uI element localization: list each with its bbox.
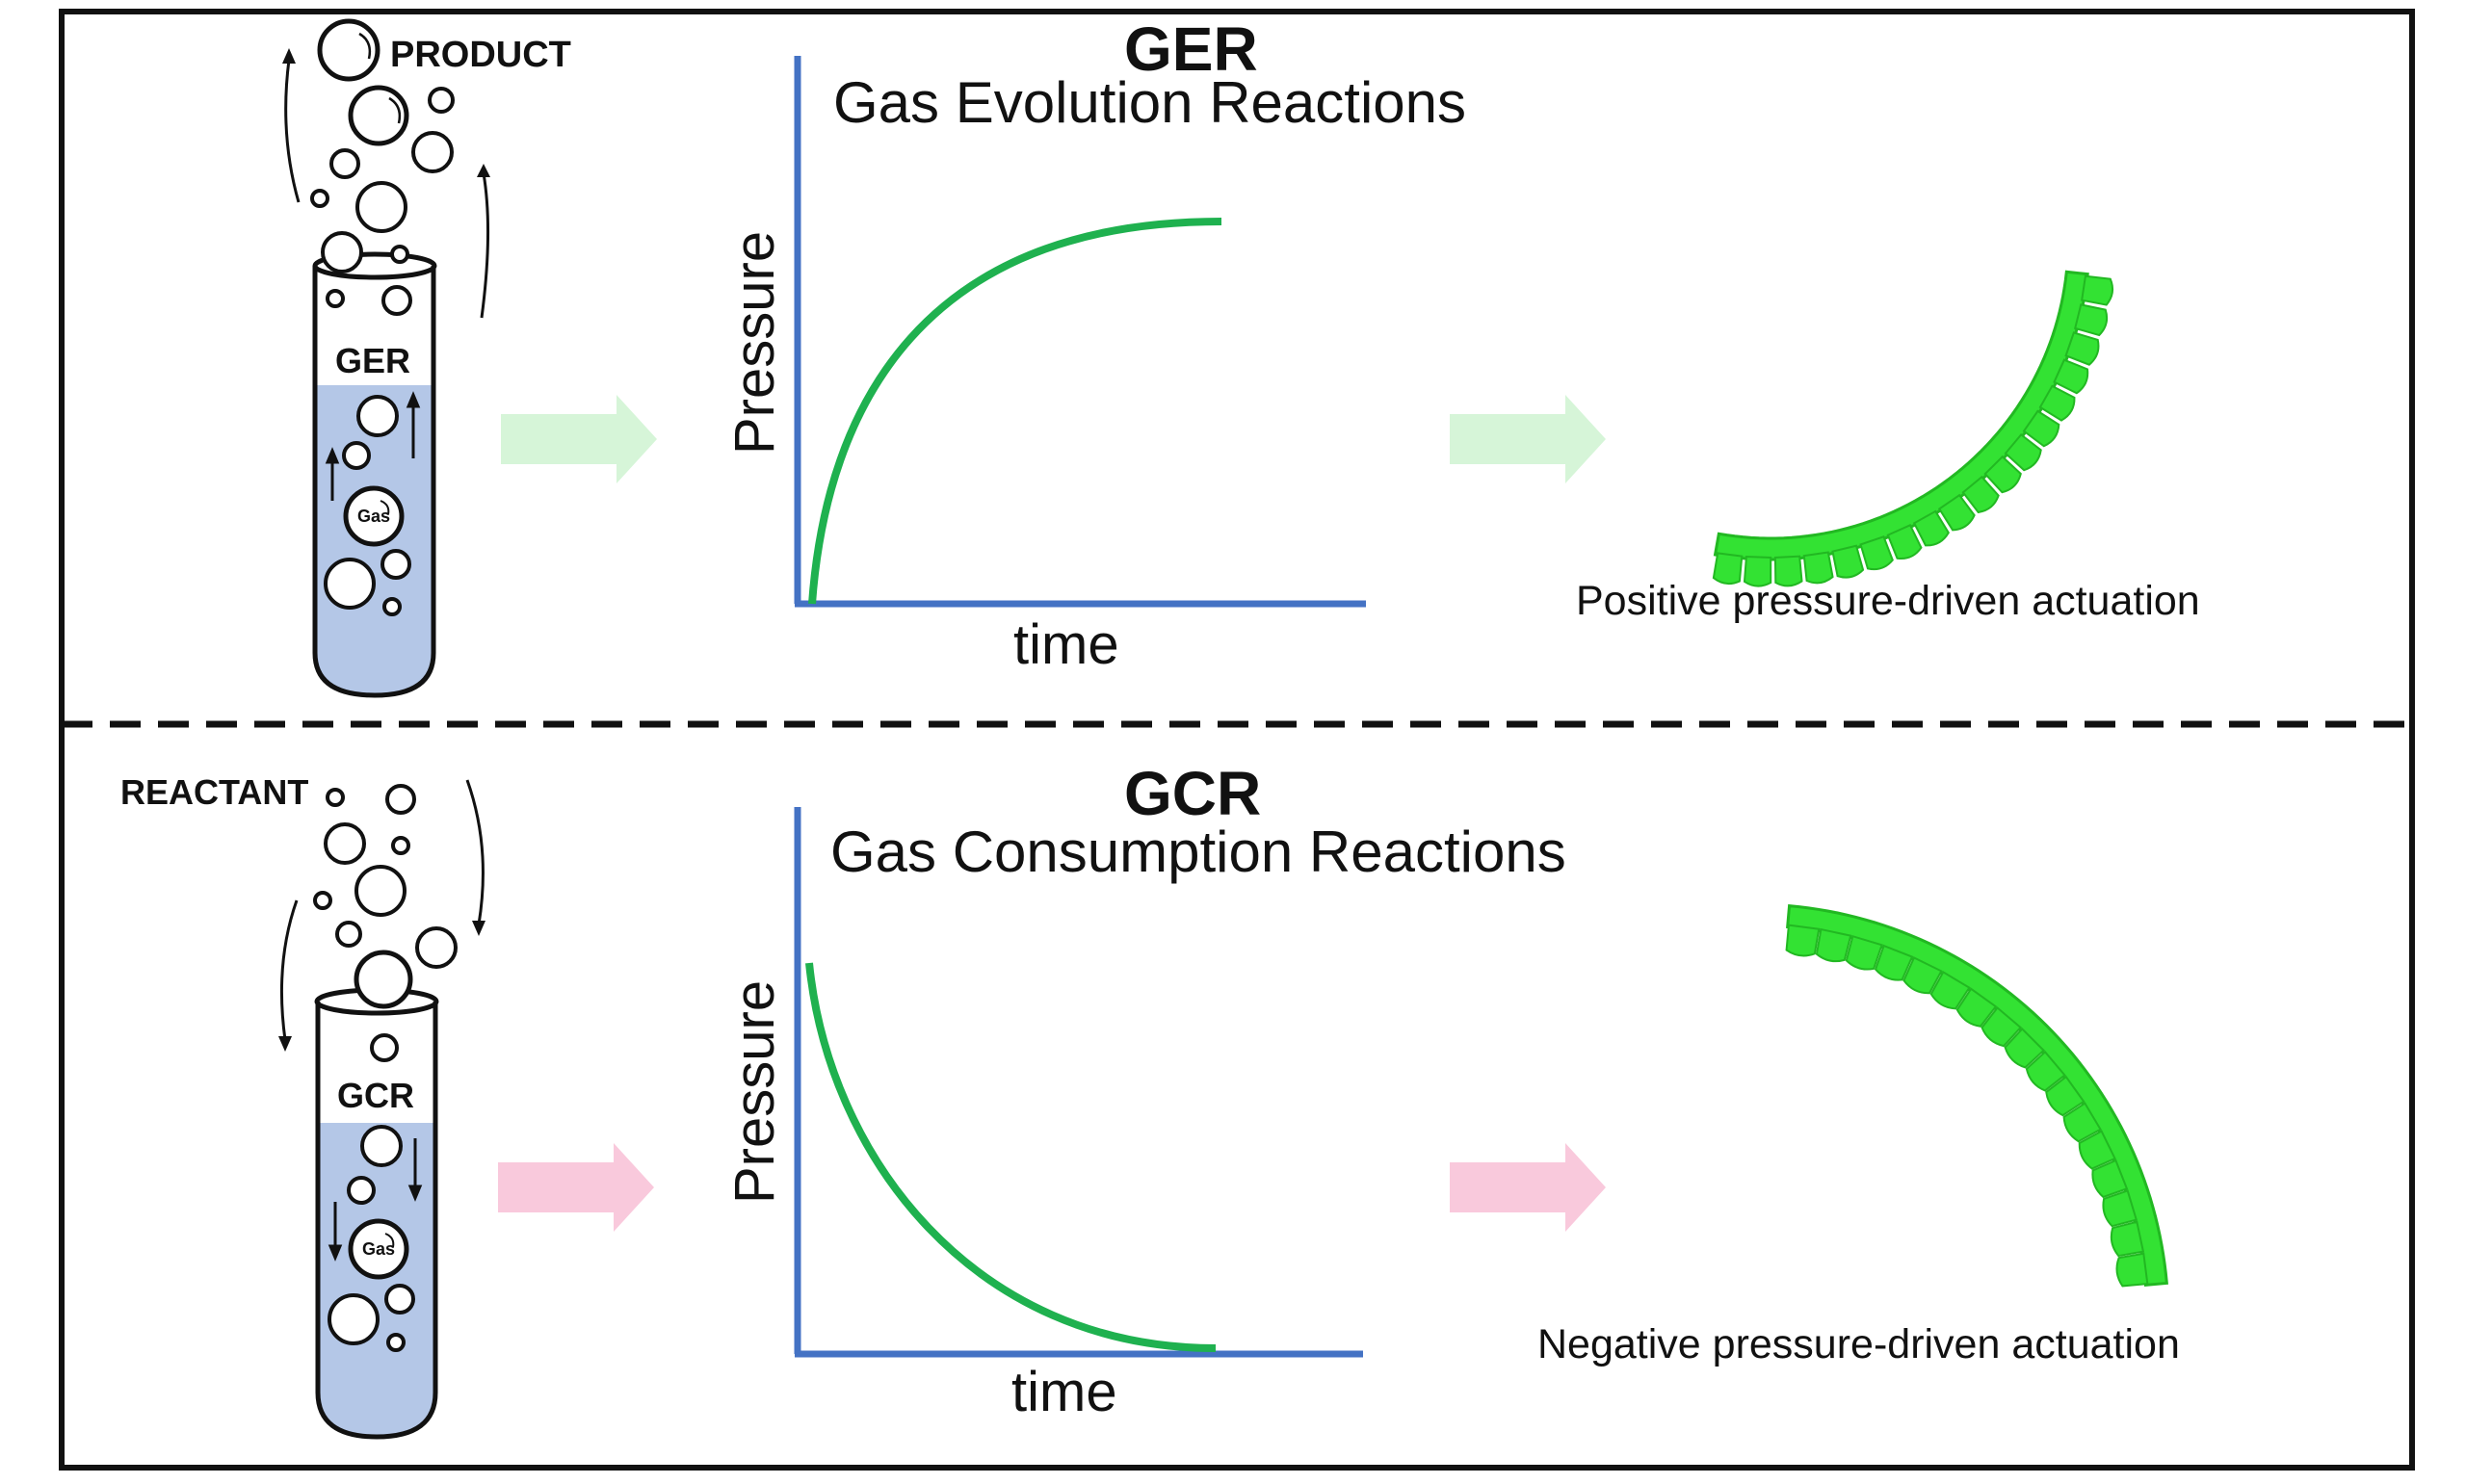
ger-test-tube-icon [282,18,490,698]
gcr-title: GCR [1124,759,1262,828]
gcr-subtitle: Gas Consumption Reactions [830,820,1566,884]
gcr-gas-bubble-label: Gas [362,1239,396,1259]
ger-output-arrow-icon [1450,395,1606,483]
gcr-reactant-label: REACTANT [120,772,309,812]
gcr-x-axis-label: time [1011,1361,1117,1423]
ger-subtitle: Gas Evolution Reactions [833,70,1467,135]
negative-actuator-icon [1785,903,2169,1288]
negative-actuation-caption: Negative pressure-driven actuation [1537,1321,2180,1367]
ger-plot [794,56,1366,608]
ger-flow-arrow-icon [501,395,657,483]
positive-actuator-icon [1712,270,2114,587]
ger-pressure-curve [808,218,1222,605]
gcr-test-tube-icon [278,779,485,1440]
ger-y-axis-label: Pressure [723,230,786,455]
ger-gas-bubble-label: Gas [357,507,391,526]
positive-actuation-caption: Positive pressure-driven actuation [1576,578,2200,624]
outer-frame [59,9,2415,1471]
gcr-y-axis-label: Pressure [723,979,786,1204]
gcr-output-arrow-icon [1450,1143,1606,1232]
ger-tube-label: GER [335,341,411,380]
ger-x-axis-label: time [1013,613,1119,676]
gcr-flow-arrow-icon [498,1143,654,1232]
gcr-plot [794,807,1363,1358]
ger-product-label: PRODUCT [390,35,571,75]
gcr-pressure-curve [805,962,1217,1352]
gcr-tube-label: GCR [337,1076,414,1115]
ger-title: GER [1124,14,1258,84]
